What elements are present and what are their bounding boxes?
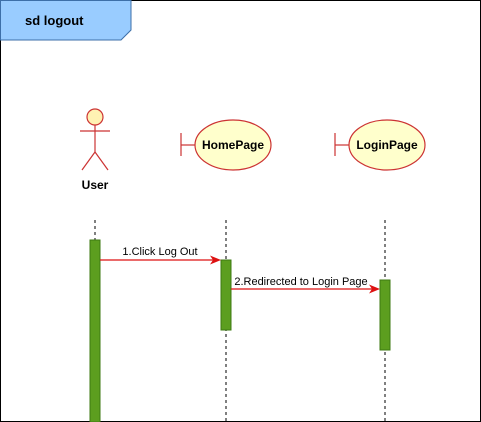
arrowhead-icon [210,255,221,265]
arrowhead-icon [369,284,380,294]
message-label: 1.Click Log Out [122,246,197,258]
frame-header [0,0,132,41]
actor-right-leg [94,151,109,171]
boundary-label: HomePage [202,138,264,152]
boundary-loginpage: LoginPage [334,119,426,171]
activation-homepage [220,259,232,331]
activation-user [89,239,101,422]
boundary-homepage: HomePage [180,119,272,171]
actor-head-icon [86,108,104,126]
actor-user: User [80,108,110,192]
activation-loginpage [379,279,391,351]
actor-label: User [82,178,109,192]
message-1: 1.Click Log Out [100,246,221,265]
actor-left-leg [81,151,96,171]
boundary-label: LoginPage [356,138,418,152]
boundary-ellipse [348,119,426,171]
message-2: 2.Redirected to Login Page [231,276,380,294]
frame-title: sd logout [25,13,84,28]
message-label: 2.Redirected to Login Page [234,276,367,288]
boundary-ellipse [194,119,272,171]
